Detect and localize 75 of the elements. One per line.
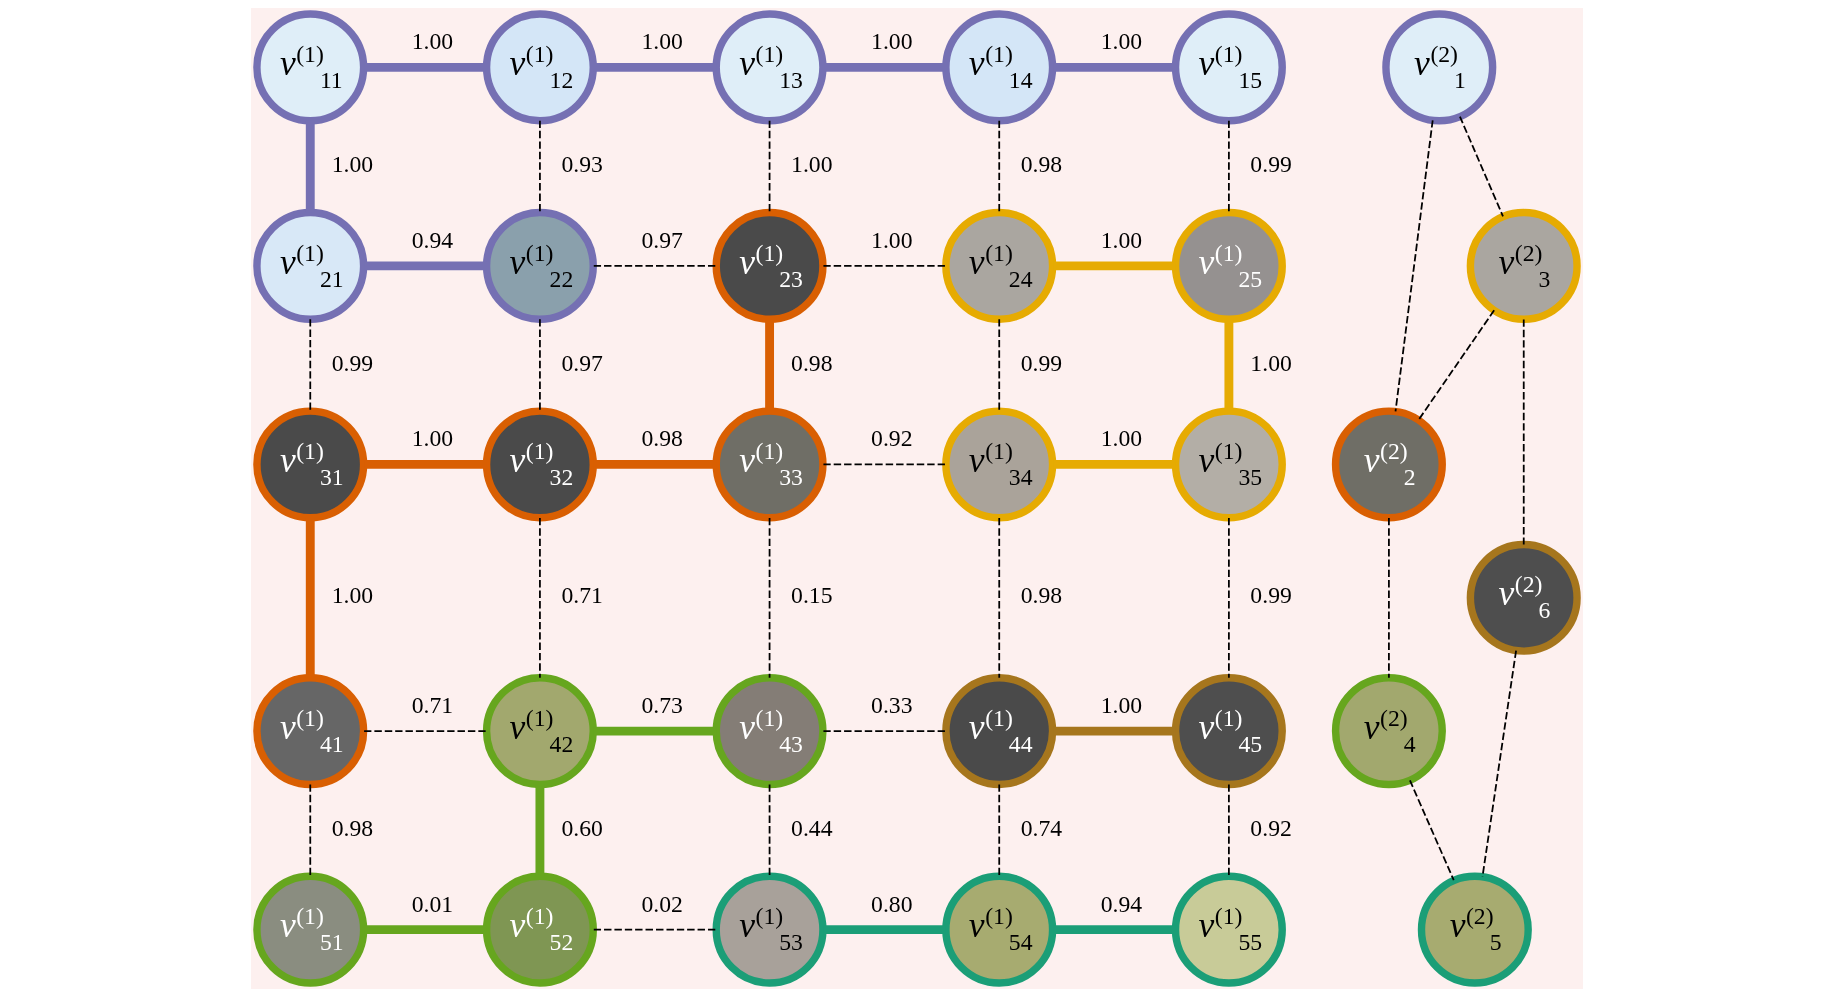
edge-label: 0.73 xyxy=(640,692,683,719)
connector xyxy=(592,928,717,931)
edge-label: 0.92 xyxy=(1249,815,1292,842)
edge-label: 0.02 xyxy=(640,890,683,917)
edge-label: 0.94 xyxy=(1100,890,1142,917)
edge-label: 0.97 xyxy=(560,349,603,376)
edge-label: 1.00 xyxy=(1100,692,1142,719)
connector xyxy=(1387,517,1390,679)
edge-label: 1.00 xyxy=(1100,226,1142,253)
connector xyxy=(997,119,1000,214)
connector xyxy=(764,319,774,411)
edge-label: 0.71 xyxy=(411,692,453,719)
connector xyxy=(768,783,770,877)
connector xyxy=(538,318,541,412)
connector xyxy=(538,517,541,679)
connector xyxy=(1227,783,1230,877)
connector xyxy=(1223,319,1233,411)
edge-label: 0.98 xyxy=(1020,582,1062,609)
connector xyxy=(538,119,541,214)
connector xyxy=(1052,726,1175,736)
edge-label: 0.94 xyxy=(411,226,453,253)
connector xyxy=(1417,309,1495,421)
edge-label: 0.01 xyxy=(411,890,453,917)
edge-label: 0.98 xyxy=(640,425,683,452)
connector xyxy=(822,730,947,732)
edge-label: 1.00 xyxy=(331,151,373,178)
connector xyxy=(1408,779,1455,882)
connector xyxy=(305,518,315,678)
connector xyxy=(362,730,487,732)
edge-label: 0.97 xyxy=(640,226,683,253)
edge-label: 0.99 xyxy=(331,349,373,376)
edge-label: 0.71 xyxy=(560,582,603,609)
edge-label: 0.60 xyxy=(560,815,603,842)
connector xyxy=(593,62,716,72)
connector xyxy=(997,783,1000,877)
connector xyxy=(593,726,716,736)
edge-label: 1.00 xyxy=(790,151,833,178)
edge-label: 1.00 xyxy=(1249,349,1292,376)
connector xyxy=(997,517,1000,679)
edge-label: 1.00 xyxy=(870,28,913,55)
edge-label: 0.99 xyxy=(1249,582,1292,609)
connector xyxy=(308,318,311,412)
edge-label: 1.00 xyxy=(870,226,913,253)
edge-label: 0.80 xyxy=(870,890,913,917)
edge-label: 0.33 xyxy=(870,692,913,719)
connector xyxy=(822,463,947,466)
connector xyxy=(997,318,1000,412)
connector xyxy=(822,265,947,267)
edge-label: 0.99 xyxy=(1020,349,1062,376)
edge-label: 1.00 xyxy=(640,28,683,55)
edge-label: 0.15 xyxy=(790,582,833,609)
edge-label: 1.00 xyxy=(1100,425,1142,452)
edge-label: 1.00 xyxy=(1100,28,1142,55)
connector xyxy=(308,783,311,877)
edge-label: 0.99 xyxy=(1249,151,1292,178)
edge-label: 0.92 xyxy=(870,425,913,452)
edge-label: 0.98 xyxy=(790,349,833,376)
connector xyxy=(1458,115,1504,218)
edge-label: 1.00 xyxy=(411,28,453,55)
connector xyxy=(1522,318,1525,546)
connector xyxy=(593,459,716,469)
edge-label: 1.00 xyxy=(331,582,373,609)
edge-label: 0.98 xyxy=(331,815,373,842)
edge-label: 0.74 xyxy=(1020,815,1062,842)
edge-label: 1.00 xyxy=(411,425,453,452)
connector xyxy=(1227,517,1230,679)
connector xyxy=(768,517,770,679)
edge-label: 0.44 xyxy=(790,815,833,842)
connector xyxy=(592,265,717,267)
connector xyxy=(768,119,770,214)
edge-label: 0.98 xyxy=(1020,151,1062,178)
connector xyxy=(1481,649,1517,878)
edge-label: 0.93 xyxy=(560,151,603,178)
connector xyxy=(1227,119,1230,214)
connector xyxy=(1394,119,1434,413)
